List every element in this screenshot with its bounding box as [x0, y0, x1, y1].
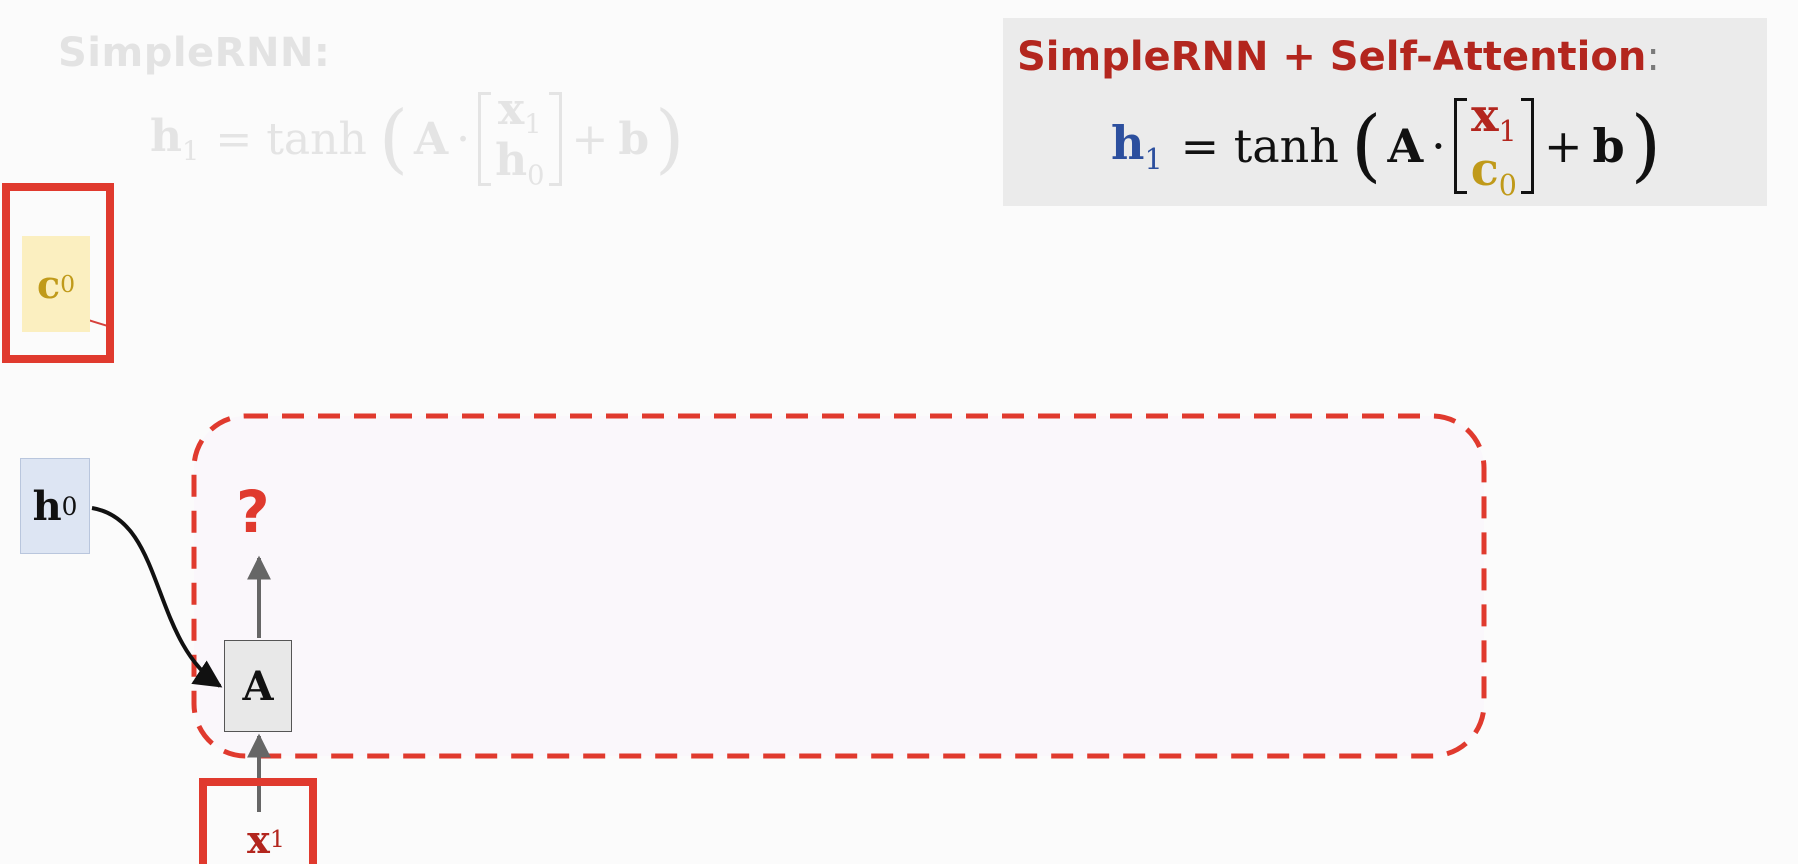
sa-eq-vector-bottom-symbol: c	[1470, 142, 1499, 196]
sa-eq-plus: +	[1543, 119, 1583, 173]
simplernn-title: SimpleRNN:	[58, 30, 330, 76]
sa-eq-vector-bottom: c0	[1471, 146, 1517, 200]
sa-eq-lhs-sub: 1	[1144, 142, 1163, 176]
rnn-cell-a: A	[224, 640, 292, 732]
self-attention-title-text: SimpleRNN + Self-Attention	[1017, 34, 1647, 80]
sa-eq-rel: = tanh	[1180, 119, 1339, 173]
sa-eq-vector-top: x1	[1471, 92, 1517, 146]
eq-vector-top-sub: 1	[524, 109, 542, 141]
sa-eq-left-paren: (	[1350, 99, 1382, 191]
sa-eq-lhs-symbol: h	[1111, 116, 1145, 171]
eq-bracket-left	[478, 92, 492, 186]
eq-vector-top: x1	[498, 88, 542, 139]
rnn-cell-a-label: A	[242, 662, 274, 710]
self-attention-equation: h1 = tanh ( A · x1 c0 + b )	[1111, 90, 1661, 202]
sa-eq-lhs: h1	[1111, 116, 1163, 176]
sa-eq-vector-bottom-sub: 0	[1498, 168, 1517, 202]
eq-vector-top-symbol: x	[498, 84, 525, 136]
hidden-h0-symbol: h	[32, 482, 62, 530]
simplernn-title-text: SimpleRNN:	[58, 30, 331, 76]
context-c0-sub: 0	[60, 270, 76, 298]
sa-eq-matrix: A	[1387, 119, 1424, 173]
eq-bracket-right	[548, 92, 562, 186]
simplernn-equation: h1 = tanh ( A · x1 h0 + b )	[150, 84, 684, 194]
eq-matrix: A	[414, 113, 449, 165]
sa-eq-vector-top-sub: 1	[1498, 114, 1517, 148]
eq-rel: = tanh	[215, 113, 367, 165]
sa-eq-bracket-right	[1520, 98, 1534, 194]
sa-eq-dot: ·	[1431, 119, 1446, 173]
unknown-output-mark: ?	[236, 478, 270, 546]
self-attention-title-colon: :	[1646, 34, 1660, 80]
sa-eq-right-paren: )	[1630, 99, 1662, 191]
eq-vector-bottom: h0	[495, 139, 544, 190]
eq-plus: +	[571, 113, 609, 165]
attention-region	[191, 413, 1487, 759]
context-c0-symbol: c	[36, 261, 61, 307]
eq-vector-bottom-sub: 0	[527, 160, 545, 192]
eq-lhs: h1	[150, 111, 199, 168]
eq-lhs-sub: 1	[182, 136, 200, 168]
eq-left-paren: (	[378, 94, 408, 182]
context-c0-highlight-frame	[2, 183, 114, 363]
self-attention-title: SimpleRNN + Self-Attention:	[1017, 34, 1660, 80]
input-x1-sub: 1	[269, 825, 285, 853]
eq-dot: ·	[456, 113, 471, 165]
input-x1-symbol: x	[247, 816, 270, 862]
eq-vector-bottom-symbol: h	[495, 135, 528, 186]
hidden-h0-sub: 0	[61, 491, 78, 521]
eq-vector: x1 h0	[491, 88, 548, 190]
self-attention-panel: SimpleRNN + Self-Attention: h1 = tanh ( …	[1003, 18, 1767, 206]
eq-bias: b	[618, 113, 650, 165]
sa-eq-vector-top-symbol: x	[1471, 87, 1499, 142]
sa-eq-bias: b	[1592, 119, 1625, 173]
sa-eq-bracket-left	[1453, 98, 1467, 194]
input-x1-highlight-frame	[199, 778, 317, 864]
eq-lhs-symbol: h	[150, 110, 182, 162]
sa-eq-vector: x1 c0	[1467, 92, 1521, 201]
h0-to-a-arrow	[91, 506, 223, 688]
eq-right-paren: )	[655, 94, 685, 182]
